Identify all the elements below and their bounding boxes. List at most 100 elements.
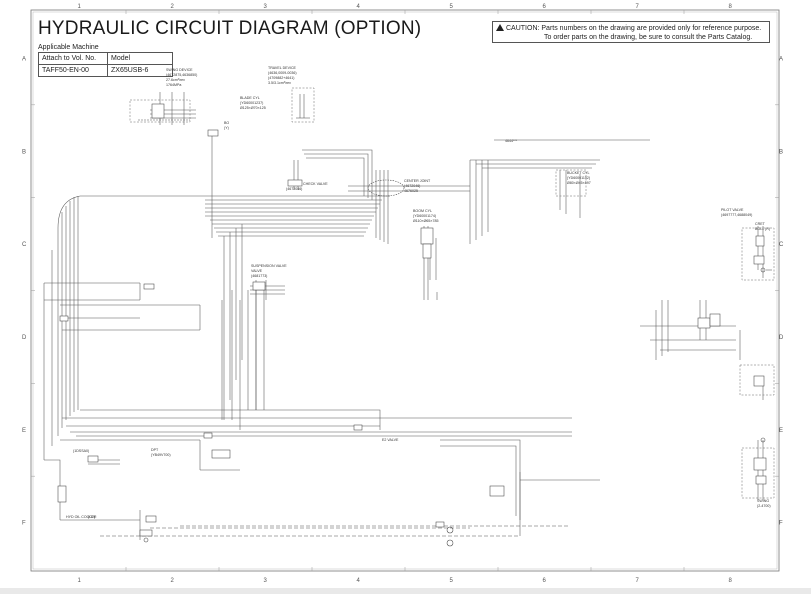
svg-text:(4636,0009-0036): (4636,0009-0036) xyxy=(268,71,297,75)
grid-row-label: C xyxy=(779,242,784,248)
tank-block xyxy=(211,449,231,459)
suspension-valve-block xyxy=(252,281,266,291)
gauge-2 xyxy=(446,539,454,547)
grid-col-label: 4 xyxy=(357,578,361,584)
gauge-4 xyxy=(760,437,766,443)
pilot-valve-label: PILOT VALVE xyxy=(721,208,744,212)
blade-cyl-label: BLADE CYL xyxy=(240,96,260,100)
svg-text:3.5/3.1cm³/rev: 3.5/3.1cm³/rev xyxy=(268,81,291,85)
grid-row-label: E xyxy=(22,428,26,434)
svg-text:(4709882+4641): (4709882+4641) xyxy=(268,76,294,80)
page-title: HYDRAULIC CIRCUIT DIAGRAM (OPTION) xyxy=(38,18,422,39)
lower-block-1 xyxy=(145,515,157,523)
grid-row-label: C xyxy=(22,242,27,248)
mid-tag-1 xyxy=(59,315,69,322)
svg-text:1764MPa: 1764MPa xyxy=(166,83,181,87)
grid-col-label: 4 xyxy=(357,4,361,10)
swing-valve-block-2 xyxy=(755,475,767,485)
travel-device-box xyxy=(291,87,315,123)
svg-text:(4672875,4636850): (4672875,4636850) xyxy=(166,73,197,77)
gauge-5 xyxy=(143,537,149,543)
grid-row-label: F xyxy=(22,521,26,527)
grid-row-label: D xyxy=(779,335,784,341)
c3-tag xyxy=(143,283,155,290)
grid-row-label: A xyxy=(22,56,26,62)
e3-valve-label: E2 VALVE xyxy=(382,438,399,442)
svg-text:(O2): (O2) xyxy=(88,515,95,519)
table-row: TAFF50-EN-00 ZX65USB-6 xyxy=(38,64,173,77)
warning-icon xyxy=(496,24,504,31)
sheet-inner-frame xyxy=(32,11,778,570)
grid-col-label: 6 xyxy=(543,4,547,10)
applicable-machine-table: Attach to Vol. No. Model TAFF50-EN-00 ZX… xyxy=(38,52,173,77)
boom-cyl-label: BOOM CYL xyxy=(413,209,432,213)
oil-cooler-block xyxy=(57,485,67,503)
grid-col-label: 3 xyxy=(264,4,268,10)
svg-text:CRET: CRET xyxy=(755,222,766,226)
center-joint-ellipse xyxy=(367,179,405,197)
grid-col-label: 6 xyxy=(543,578,547,584)
boom-cyl-rod xyxy=(422,243,432,259)
swing-device-label: SWING DEVICE xyxy=(166,68,193,72)
svg-text:(YD60001237): (YD60001237) xyxy=(240,101,263,105)
svg-text:VALVE: VALVE xyxy=(251,269,263,273)
lower-right-block xyxy=(489,485,505,497)
grid-col-label: 7 xyxy=(636,578,640,584)
swing-valve-block xyxy=(753,457,767,471)
right-mid-valve-1 xyxy=(697,317,711,329)
col2-value: ZX65USB-6 xyxy=(107,64,173,77)
svg-text:(4697777,4688049): (4697777,4688049) xyxy=(721,213,752,217)
caution-line-1: CAUTION: Parts numbers on the drawing ar… xyxy=(496,23,766,33)
svg-text:Ø125×Ø70×125: Ø125×Ø70×125 xyxy=(240,106,266,110)
bucket-cyl-box xyxy=(555,169,587,197)
grid-row-label: A xyxy=(779,56,783,62)
right-valve-block xyxy=(753,375,765,387)
svg-text:27.6cm³/rev: 27.6cm³/rev xyxy=(166,78,185,82)
svg-text:Ø110×Ø65×785: Ø110×Ø65×785 xyxy=(413,219,439,223)
svg-text:(YB49V700): (YB49V700) xyxy=(151,453,171,457)
blade-cyl-block xyxy=(207,129,219,137)
mid-tag-3 xyxy=(353,424,363,431)
grid-row-label: F xyxy=(779,521,783,527)
center-joint-label: CENTER JOINT xyxy=(404,179,431,183)
svg-text:(1DSSA0): (1DSSA0) xyxy=(73,449,89,453)
lower-center-block xyxy=(435,521,445,528)
dpt-label: DPT xyxy=(151,448,159,452)
swing-motor xyxy=(151,103,165,119)
svg-text:(4681773): (4681773) xyxy=(251,274,267,278)
grid-col-label: 1 xyxy=(78,4,82,10)
svg-text:BOLL (R): BOLL (R) xyxy=(755,227,770,231)
pilot-block-2 xyxy=(753,255,765,265)
gauge-1 xyxy=(446,526,454,534)
swing-valve-box xyxy=(741,447,775,499)
grid-col-label: 2 xyxy=(171,578,175,584)
grid-col-label: 8 xyxy=(729,578,733,584)
grid-row-label: D xyxy=(22,335,27,341)
grid-col-label: 5 xyxy=(450,4,454,10)
svg-text:4644***: 4644*** xyxy=(505,139,518,143)
dpt-block xyxy=(87,455,99,463)
svg-text:Ø80×Ø45×597: Ø80×Ø45×597 xyxy=(567,181,591,185)
gauge-3 xyxy=(760,267,766,273)
check-valve-block xyxy=(287,179,303,187)
swing-bottom-label: SWING xyxy=(757,499,769,503)
pilot-block-1 xyxy=(755,235,765,247)
mid-tag-2 xyxy=(203,432,213,439)
grid-ticks xyxy=(31,10,779,571)
travel-device-label: TRAVEL DEVICE xyxy=(268,66,297,70)
swing-device-box xyxy=(129,99,191,123)
grid-col-label: 1 xyxy=(78,578,82,584)
oil-cooler-label: HYD OIL COOLER xyxy=(66,515,97,519)
grid-col-label: 5 xyxy=(450,578,454,584)
grid-row-label: B xyxy=(22,149,26,155)
svg-text:(Y): (Y) xyxy=(224,126,229,130)
check-valve-label: CHECK VALVE xyxy=(303,182,328,186)
right-mid-valve-2 xyxy=(709,313,721,327)
grid-col-label: 2 xyxy=(171,4,175,10)
boom-cyl-body xyxy=(420,227,434,245)
sheet-frame xyxy=(30,9,780,572)
caution-line-2: To order parts on the drawing, be sure t… xyxy=(544,34,753,41)
pilot-valve-box xyxy=(741,227,775,281)
